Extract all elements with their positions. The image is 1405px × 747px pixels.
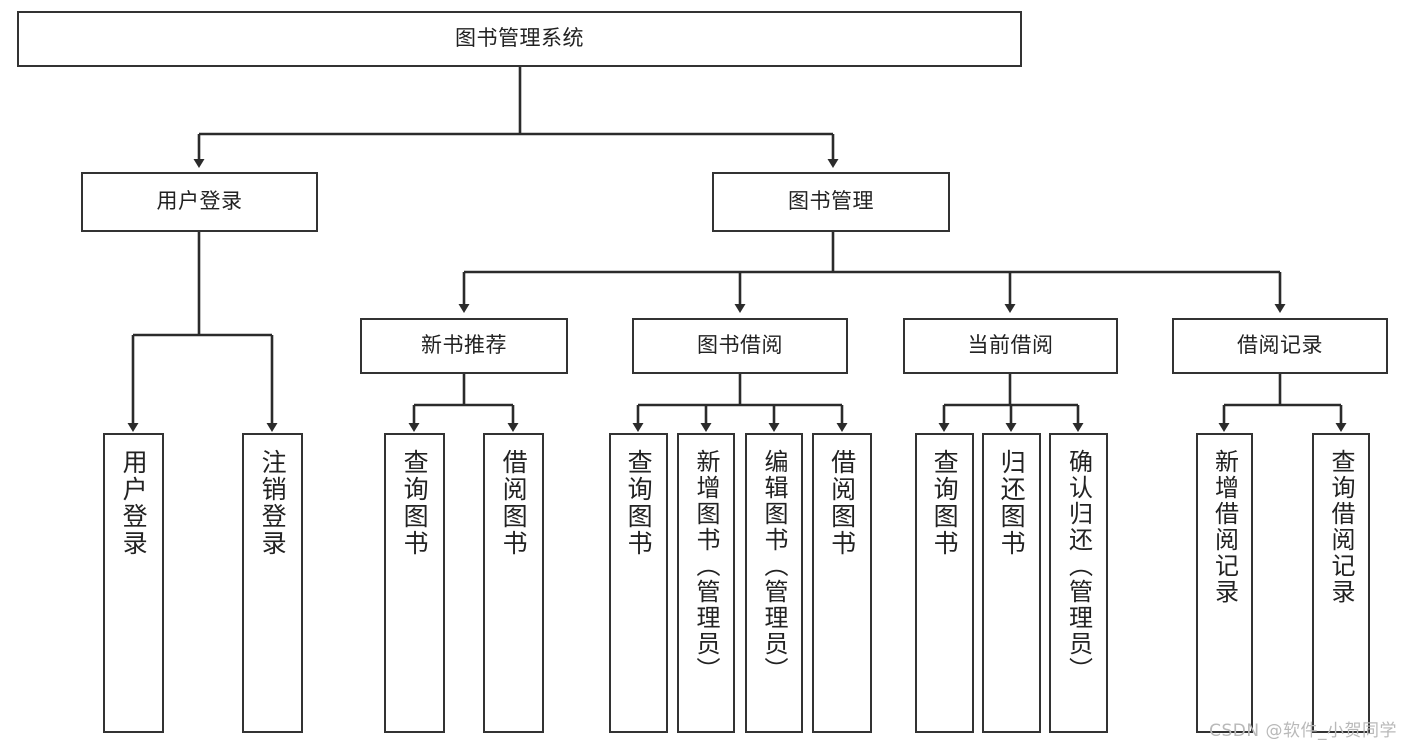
node-leaf-query-book-1[interactable]: 查询图书 [384, 433, 445, 733]
node-label: 借阅图书 [827, 449, 857, 557]
node-label: 编辑图书（管理员） [760, 449, 788, 683]
node-label: 新增图书（管理员） [692, 449, 720, 683]
node-leaf-query-book-3[interactable]: 查询图书 [915, 433, 974, 733]
node-leaf-query-record[interactable]: 查询借阅记录 [1312, 433, 1370, 733]
node-label: 查询图书 [400, 449, 430, 557]
node-label: 图书管理 [788, 189, 874, 214]
node-label: 用户登录 [119, 449, 149, 557]
node-leaf-user-login[interactable]: 用户登录 [103, 433, 164, 733]
node-leaf-return-book[interactable]: 归还图书 [982, 433, 1041, 733]
node-label: 注销登录 [258, 449, 288, 557]
node-label: 用户登录 [156, 189, 243, 214]
node-book-manage[interactable]: 图书管理 [712, 172, 950, 232]
node-label: 借阅图书 [499, 449, 529, 557]
node-current-borrow[interactable]: 当前借阅 [903, 318, 1118, 374]
node-label: 新书推荐 [421, 333, 507, 358]
node-label: 当前借阅 [967, 333, 1054, 358]
node-label: 归还图书 [997, 449, 1027, 557]
node-label: 图书管理系统 [455, 26, 584, 51]
node-book-management-system[interactable]: 图书管理系统 [17, 11, 1022, 67]
node-label: 图书借阅 [697, 333, 783, 358]
node-label: 查询借阅记录 [1327, 449, 1355, 605]
node-leaf-edit-book[interactable]: 编辑图书（管理员） [745, 433, 803, 733]
node-leaf-borrow-book-2[interactable]: 借阅图书 [812, 433, 872, 733]
node-leaf-borrow-book-1[interactable]: 借阅图书 [483, 433, 544, 733]
node-borrow-record[interactable]: 借阅记录 [1172, 318, 1388, 374]
node-label: 新增借阅记录 [1210, 449, 1239, 605]
node-leaf-query-book-2[interactable]: 查询图书 [609, 433, 668, 733]
node-leaf-user-logout[interactable]: 注销登录 [242, 433, 303, 733]
csdn-watermark: CSDN @软件_小贺同学 [1209, 721, 1397, 741]
node-label: 查询图书 [930, 449, 960, 557]
node-book-borrow[interactable]: 图书借阅 [632, 318, 848, 374]
node-leaf-add-book[interactable]: 新增图书（管理员） [677, 433, 735, 733]
node-label: 借阅记录 [1237, 333, 1323, 358]
node-leaf-add-record[interactable]: 新增借阅记录 [1196, 433, 1253, 733]
node-leaf-confirm-return[interactable]: 确认归还（管理员） [1049, 433, 1108, 733]
node-label: 查询图书 [624, 449, 654, 557]
node-user-login[interactable]: 用户登录 [81, 172, 318, 232]
node-label: 确认归还（管理员） [1064, 449, 1093, 683]
node-new-book-recommend[interactable]: 新书推荐 [360, 318, 568, 374]
